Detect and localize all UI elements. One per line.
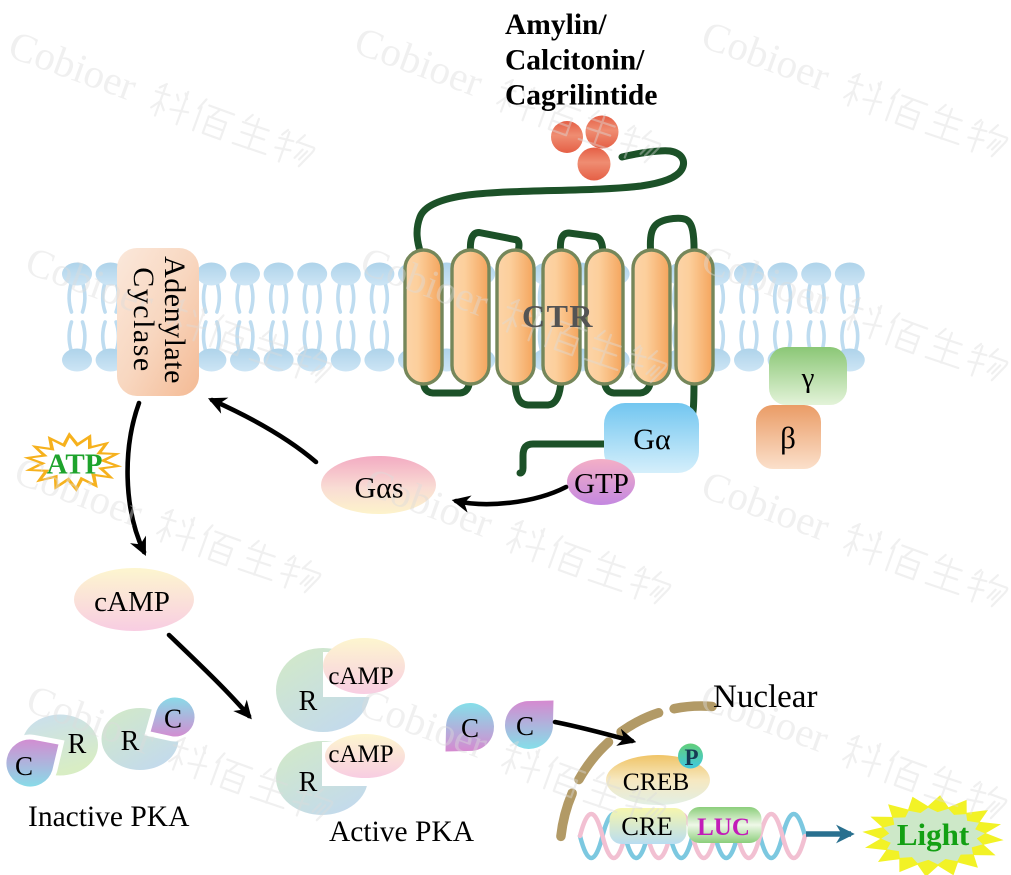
svg-text:β: β bbox=[780, 420, 796, 455]
svg-text:cAMP: cAMP bbox=[328, 741, 393, 768]
svg-text:C: C bbox=[164, 704, 182, 734]
svg-text:Amylin/: Amylin/ bbox=[505, 9, 607, 41]
svg-text:Inactive PKA: Inactive PKA bbox=[28, 801, 190, 833]
svg-text:Cyclase: Cyclase bbox=[127, 267, 160, 372]
svg-text:Cagrilintide: Cagrilintide bbox=[505, 80, 657, 112]
svg-text:C: C bbox=[15, 751, 33, 781]
svg-text:CREB: CREB bbox=[623, 767, 690, 796]
svg-text:R: R bbox=[121, 726, 140, 757]
svg-text:Light: Light bbox=[897, 817, 970, 852]
svg-text:CTR: CTR bbox=[522, 298, 594, 334]
svg-text:CRE: CRE bbox=[621, 811, 673, 841]
svg-text:γ: γ bbox=[801, 362, 815, 394]
svg-text:R: R bbox=[299, 686, 318, 717]
svg-text:C: C bbox=[461, 713, 479, 743]
svg-text:Gα: Gα bbox=[633, 423, 671, 456]
svg-text:cAMP: cAMP bbox=[328, 663, 393, 690]
svg-text:C: C bbox=[516, 711, 534, 741]
svg-text:GTP: GTP bbox=[574, 468, 629, 500]
svg-text:Adenylate: Adenylate bbox=[158, 256, 191, 384]
svg-text:ATP: ATP bbox=[47, 449, 103, 481]
svg-text:P: P bbox=[684, 745, 698, 770]
svg-text:cAMP: cAMP bbox=[94, 586, 170, 618]
svg-text:LUC: LUC bbox=[697, 814, 750, 841]
svg-text:R: R bbox=[68, 729, 87, 760]
svg-text:Active PKA: Active PKA bbox=[329, 816, 475, 848]
svg-text:R: R bbox=[299, 767, 318, 798]
svg-text:Gαs: Gαs bbox=[354, 472, 403, 505]
svg-text:Nuclear: Nuclear bbox=[713, 679, 817, 715]
svg-text:Calcitonin/: Calcitonin/ bbox=[505, 45, 645, 77]
